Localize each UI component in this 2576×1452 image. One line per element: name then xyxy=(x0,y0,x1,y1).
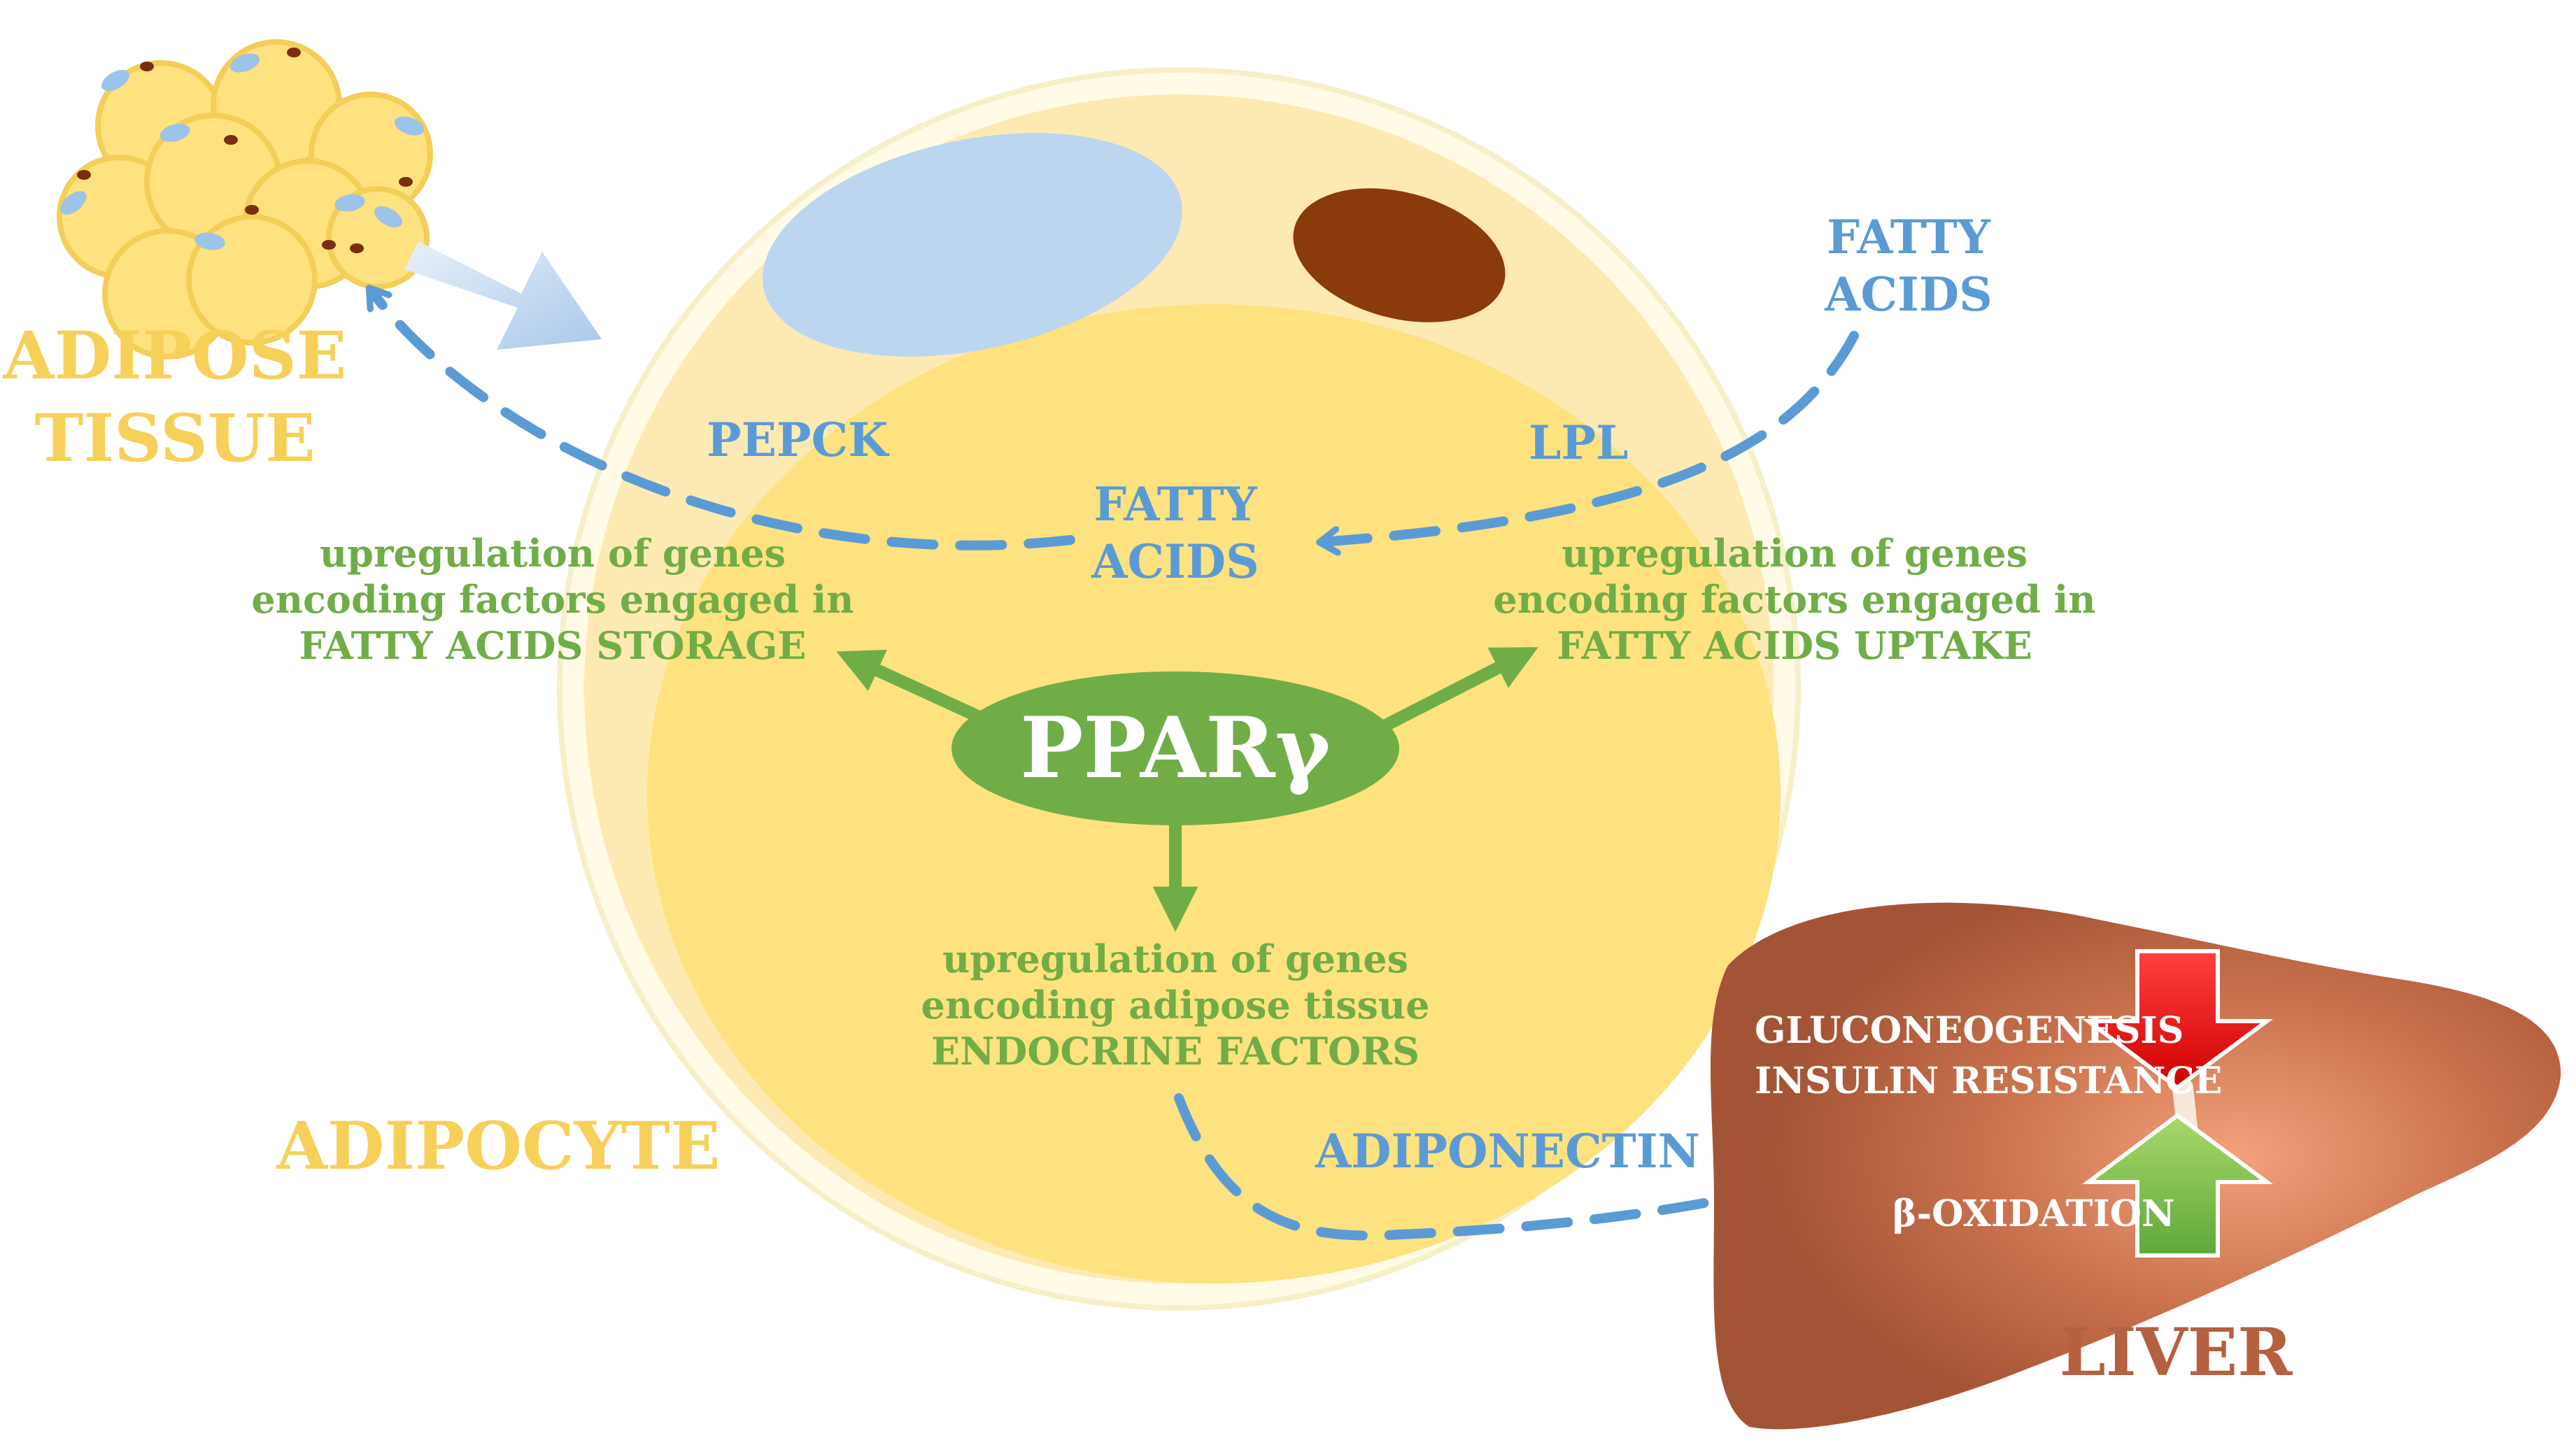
fatty-acids-inner-line2: ACIDS xyxy=(1091,534,1259,589)
pparg-node xyxy=(951,671,1399,825)
gluconeogenesis-label: GLUCONEOGENESIS xyxy=(1755,1009,2184,1052)
uptake-path xyxy=(1322,331,1859,542)
endocrine-effect-text: upregulation of genes encoding adipose t… xyxy=(921,936,1429,1074)
storage-line2: encoding factors engaged in xyxy=(251,577,854,622)
adipose-tissue-label: ADIPOSE TISSUE xyxy=(3,315,347,480)
beta-oxidation-label: β-OXIDATION xyxy=(1892,1193,2175,1235)
storage-line1: upregulation of genes xyxy=(319,531,786,576)
lpl-label: LPL xyxy=(1529,415,1629,470)
endocrine-line1: upregulation of genes xyxy=(942,937,1409,981)
arrow-to-uptake xyxy=(1371,647,1538,737)
uptake-line3: FATTY ACIDS UPTAKE xyxy=(1557,623,2032,668)
fatty-acids-outer-line2: ACIDS xyxy=(1825,267,1993,322)
storage-line3: FATTY ACIDS STORAGE xyxy=(299,623,807,668)
pparg-label: PPARγ xyxy=(1020,699,1331,797)
adipose-tissue-nuclei xyxy=(60,48,425,253)
uptake-line2: encoding factors engaged in xyxy=(1493,577,2096,622)
fatty-acids-inner-label: FATTY ACIDS xyxy=(1091,476,1259,590)
endocrine-line3: ENDOCRINE FACTORS xyxy=(931,1029,1420,1074)
liver-decreased-effects: GLUCONEOGENESIS INSULIN RESISTANCE xyxy=(1755,1006,2222,1106)
adipose-label-line1: ADIPOSE xyxy=(3,318,347,394)
adiponectin-label: ADIPONECTIN xyxy=(1315,1124,1700,1179)
adipose-label-line2: TISSUE xyxy=(34,400,316,477)
pepck-label: PEPCK xyxy=(707,413,889,467)
insulin-resistance-label: INSULIN RESISTANCE xyxy=(1755,1060,2223,1102)
tissue-to-cell-arrow xyxy=(404,241,602,350)
adipose-tissue-cells xyxy=(57,39,433,360)
nucleus-brown xyxy=(1293,188,1506,322)
uptake-effect-text: upregulation of genes encoding factors e… xyxy=(1493,530,2095,669)
fatty-acids-outer-line1: FATTY xyxy=(1827,210,1990,264)
decrease-arrow xyxy=(2081,949,2274,1090)
storage-path xyxy=(371,290,1075,550)
uptake-line1: upregulation of genes xyxy=(1561,531,2028,576)
fatty-acids-outer-label: FATTY ACIDS xyxy=(1825,208,1993,323)
adipocyte-label: ADIPOCYTE xyxy=(276,1108,721,1185)
fatty-acids-inner-line1: FATTY xyxy=(1094,477,1257,532)
endocrine-line2: encoding adipose tissue xyxy=(921,983,1430,1027)
increase-arrow xyxy=(2081,1113,2274,1258)
nucleus-blue xyxy=(763,133,1182,357)
storage-effect-text: upregulation of genes encoding factors e… xyxy=(251,530,854,669)
liver-label: LIVER xyxy=(2059,1314,2293,1391)
